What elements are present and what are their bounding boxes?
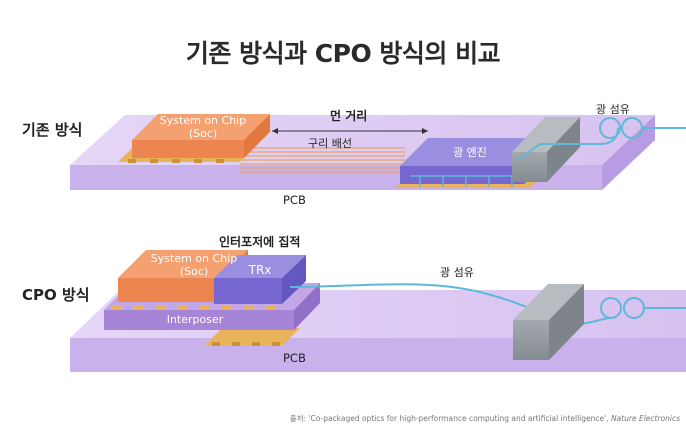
- soc-label-line1: System on Chip: [159, 114, 247, 127]
- interposer-front: [104, 310, 294, 330]
- soc-solder-balls: [128, 159, 224, 163]
- source-citation: 출처: 'Co-packaged optics for high-perform…: [290, 413, 680, 424]
- fiber-connector-top: [512, 117, 580, 152]
- copper-wiring: [240, 147, 405, 173]
- soc-chip-side: [244, 114, 270, 158]
- interposer-label: Interposer: [166, 313, 224, 326]
- section-label-cpo: CPO 방식: [22, 286, 90, 304]
- distance-arrow: [272, 128, 428, 134]
- engine-chip-front: [400, 166, 524, 184]
- source-citation-text: 출처: 'Co-packaged optics for high-perform…: [289, 414, 609, 423]
- copper-wiring-label: 구리 배선: [308, 137, 352, 150]
- soc-label-line1-cpo: System on Chip: [150, 252, 238, 265]
- trx-chip-front: [214, 278, 282, 304]
- source-journal: Nature Electronics: [610, 414, 680, 423]
- section-label-conventional: 기존 방식: [22, 121, 83, 139]
- pcb-board-front-cpo: [70, 338, 686, 372]
- diagram-title: 기존 방식과 CPO 방식의 비교: [185, 39, 501, 68]
- soc-label-line2: (Soc): [188, 127, 218, 140]
- soc-chip-top-cpo: [118, 250, 248, 278]
- cpo-assembly: [70, 250, 686, 372]
- fiber-connector-top-cpo: [513, 284, 584, 320]
- fiber-label-top: 광 섬유: [596, 103, 630, 116]
- trx-chip-side: [282, 255, 306, 304]
- fiber-label-cpo: 광 섬유: [440, 266, 474, 279]
- optical-fiber-top: [517, 117, 686, 161]
- fiber-connector-side: [547, 117, 580, 182]
- interposer-integration-label: 인터포저에 집적: [219, 235, 301, 249]
- pcb-label-top: PCB: [283, 193, 306, 207]
- fiber-connector-front: [512, 152, 547, 182]
- conventional-assembly: [70, 114, 686, 190]
- package-substrate: [205, 328, 300, 345]
- package-solder-balls: [212, 342, 280, 346]
- pcb-label-cpo: PCB: [283, 351, 306, 365]
- fiber-connector-front-cpo: [513, 320, 549, 360]
- optical-engine-label: 광 엔진: [453, 146, 487, 159]
- fiber-connector-side-cpo: [549, 284, 584, 360]
- soc-chip-front: [132, 140, 244, 158]
- soc-label-line2-cpo: (Soc): [179, 265, 209, 278]
- soc-chip-front-cpo: [118, 278, 220, 302]
- trx-chip-top: [214, 255, 306, 278]
- interposer-side: [294, 283, 320, 330]
- pcb-board-side: [602, 115, 655, 190]
- trx-label: TRx: [248, 263, 272, 277]
- distance-label: 먼 거리: [330, 109, 368, 123]
- interposer-bumps: [112, 305, 276, 310]
- soc-chip-top: [132, 114, 270, 140]
